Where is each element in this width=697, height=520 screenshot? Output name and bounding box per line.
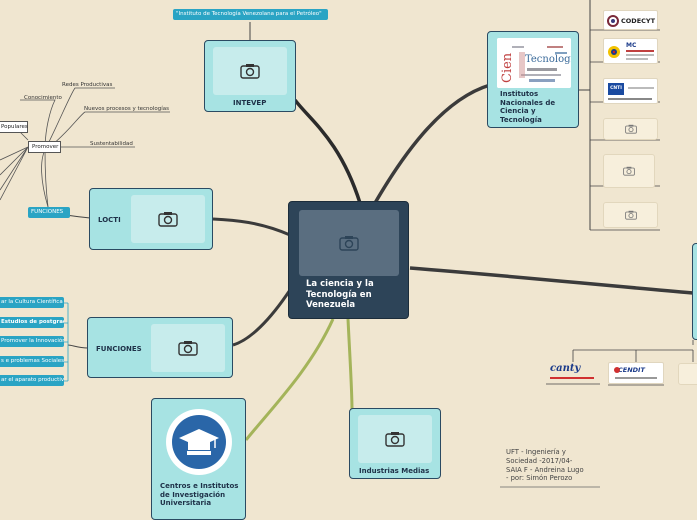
credit-line-3: SAIA F - Andreina Lugo: [506, 465, 584, 474]
cnti-logo-text: CNTI: [608, 83, 624, 95]
funciones-item-postgrado[interactable]: Estudios de postgrado: [0, 317, 64, 328]
camera-icon: [178, 341, 198, 356]
camera-icon: [385, 432, 405, 447]
intevep-full-name-tag[interactable]: "Instituto de Tecnología Venezolana para…: [173, 9, 328, 20]
camera-icon: [339, 236, 359, 251]
graduation-cap-icon: [166, 409, 232, 475]
centros-institutos-node[interactable]: Centros e Institutos de Investigación Un…: [151, 398, 246, 520]
credit-line-4: - por: Simón Perozo: [506, 474, 573, 483]
mc-logo: MC: [603, 38, 658, 64]
logo-placeholder-1: [603, 118, 658, 140]
cendit-logo-text: CENDIT: [618, 366, 645, 374]
canty-logo: canty: [546, 363, 600, 383]
institutos-nacionales-node[interactable]: Tecnología Cien Institutos Nacionales de…: [487, 31, 579, 128]
credit-line-1: UFT - Ingeniería y: [506, 448, 566, 456]
central-topic-label: La ciencia y la Tecnología en Venezuela: [306, 279, 374, 310]
branch-conocimiento: Conocimiento: [24, 95, 62, 101]
credit-line-2: Sociedad -2017/04-: [506, 456, 573, 465]
svg-text:Tecnología: Tecnología: [525, 54, 571, 65]
funciones-item-sociales[interactable]: s e problemas Sociales: [0, 356, 64, 367]
codecyt-logo-text: CODECYT: [621, 17, 656, 25]
industrias-medias-node[interactable]: Industrias Medias: [349, 408, 441, 479]
camera-icon: [624, 124, 637, 134]
wordcloud-graphic: Tecnología Cien: [497, 38, 571, 88]
industrias-image-placeholder: [358, 415, 432, 463]
codecyt-logo: CODECYT: [603, 10, 658, 30]
funciones-node[interactable]: FUNCIONES: [87, 317, 233, 378]
funciones-item-cultura[interactable]: ar la Cultura Científica: [0, 297, 64, 308]
branch-nuevos-procesos: Nuevos procesos y tecnologías: [84, 106, 170, 112]
intevep-label: INTEVEP: [233, 99, 267, 107]
funciones-image-placeholder: [151, 324, 225, 372]
canty-logo-text: canty: [550, 363, 581, 374]
industrias-medias-label: Industrias Medias: [359, 467, 430, 475]
logo-placeholder-3: [603, 202, 658, 228]
offscreen-right-node[interactable]: [692, 243, 697, 340]
logo-placeholder-4: [678, 363, 697, 385]
locti-node[interactable]: LOCTI: [89, 188, 213, 250]
institutos-nacionales-label: Institutos Nacionales de Ciencia y Tecno…: [500, 90, 556, 124]
populares-box[interactable]: Populares: [0, 121, 28, 133]
camera-icon: [623, 166, 635, 176]
intevep-node[interactable]: INTEVEP: [204, 40, 296, 112]
svg-text:Cien: Cien: [500, 52, 515, 83]
locti-funciones-tag[interactable]: FUNCIONES: [28, 207, 70, 218]
locti-image-placeholder: [131, 195, 205, 243]
logo-placeholder-2: [603, 154, 655, 188]
funciones-label: FUNCIONES: [96, 345, 142, 353]
author-credit: UFT - Ingeniería y Sociedad -2017/04- SA…: [506, 448, 616, 483]
cendit-logo: CENDIT: [608, 362, 664, 384]
intevep-image-placeholder: [213, 47, 287, 95]
centros-institutos-label: Centros e Institutos de Investigación Un…: [160, 482, 239, 507]
camera-icon: [240, 64, 260, 79]
mc-logo-text: MC: [626, 42, 637, 49]
camera-icon: [158, 212, 178, 227]
codecyt-emblem-icon: [607, 15, 619, 27]
funciones-item-productivo[interactable]: ar el aparato productivo: [0, 375, 64, 386]
cnti-logo: CNTI: [603, 78, 658, 104]
funciones-item-innovacion[interactable]: Promover la Innovación: [0, 336, 64, 347]
central-topic-node[interactable]: La ciencia y la Tecnología en Venezuela: [288, 201, 409, 319]
central-image-placeholder: [299, 210, 399, 276]
locti-label: LOCTI: [98, 216, 121, 224]
promover-box[interactable]: Promover: [28, 141, 61, 153]
branch-redes-productivas: Redes Productivas: [62, 82, 113, 88]
camera-icon: [624, 210, 637, 220]
mc-emblem-icon: [608, 46, 620, 58]
tecnologia-wordcloud-image: Tecnología Cien: [497, 38, 571, 88]
branch-sustentabilidad: Sustentabilidad: [90, 141, 133, 147]
